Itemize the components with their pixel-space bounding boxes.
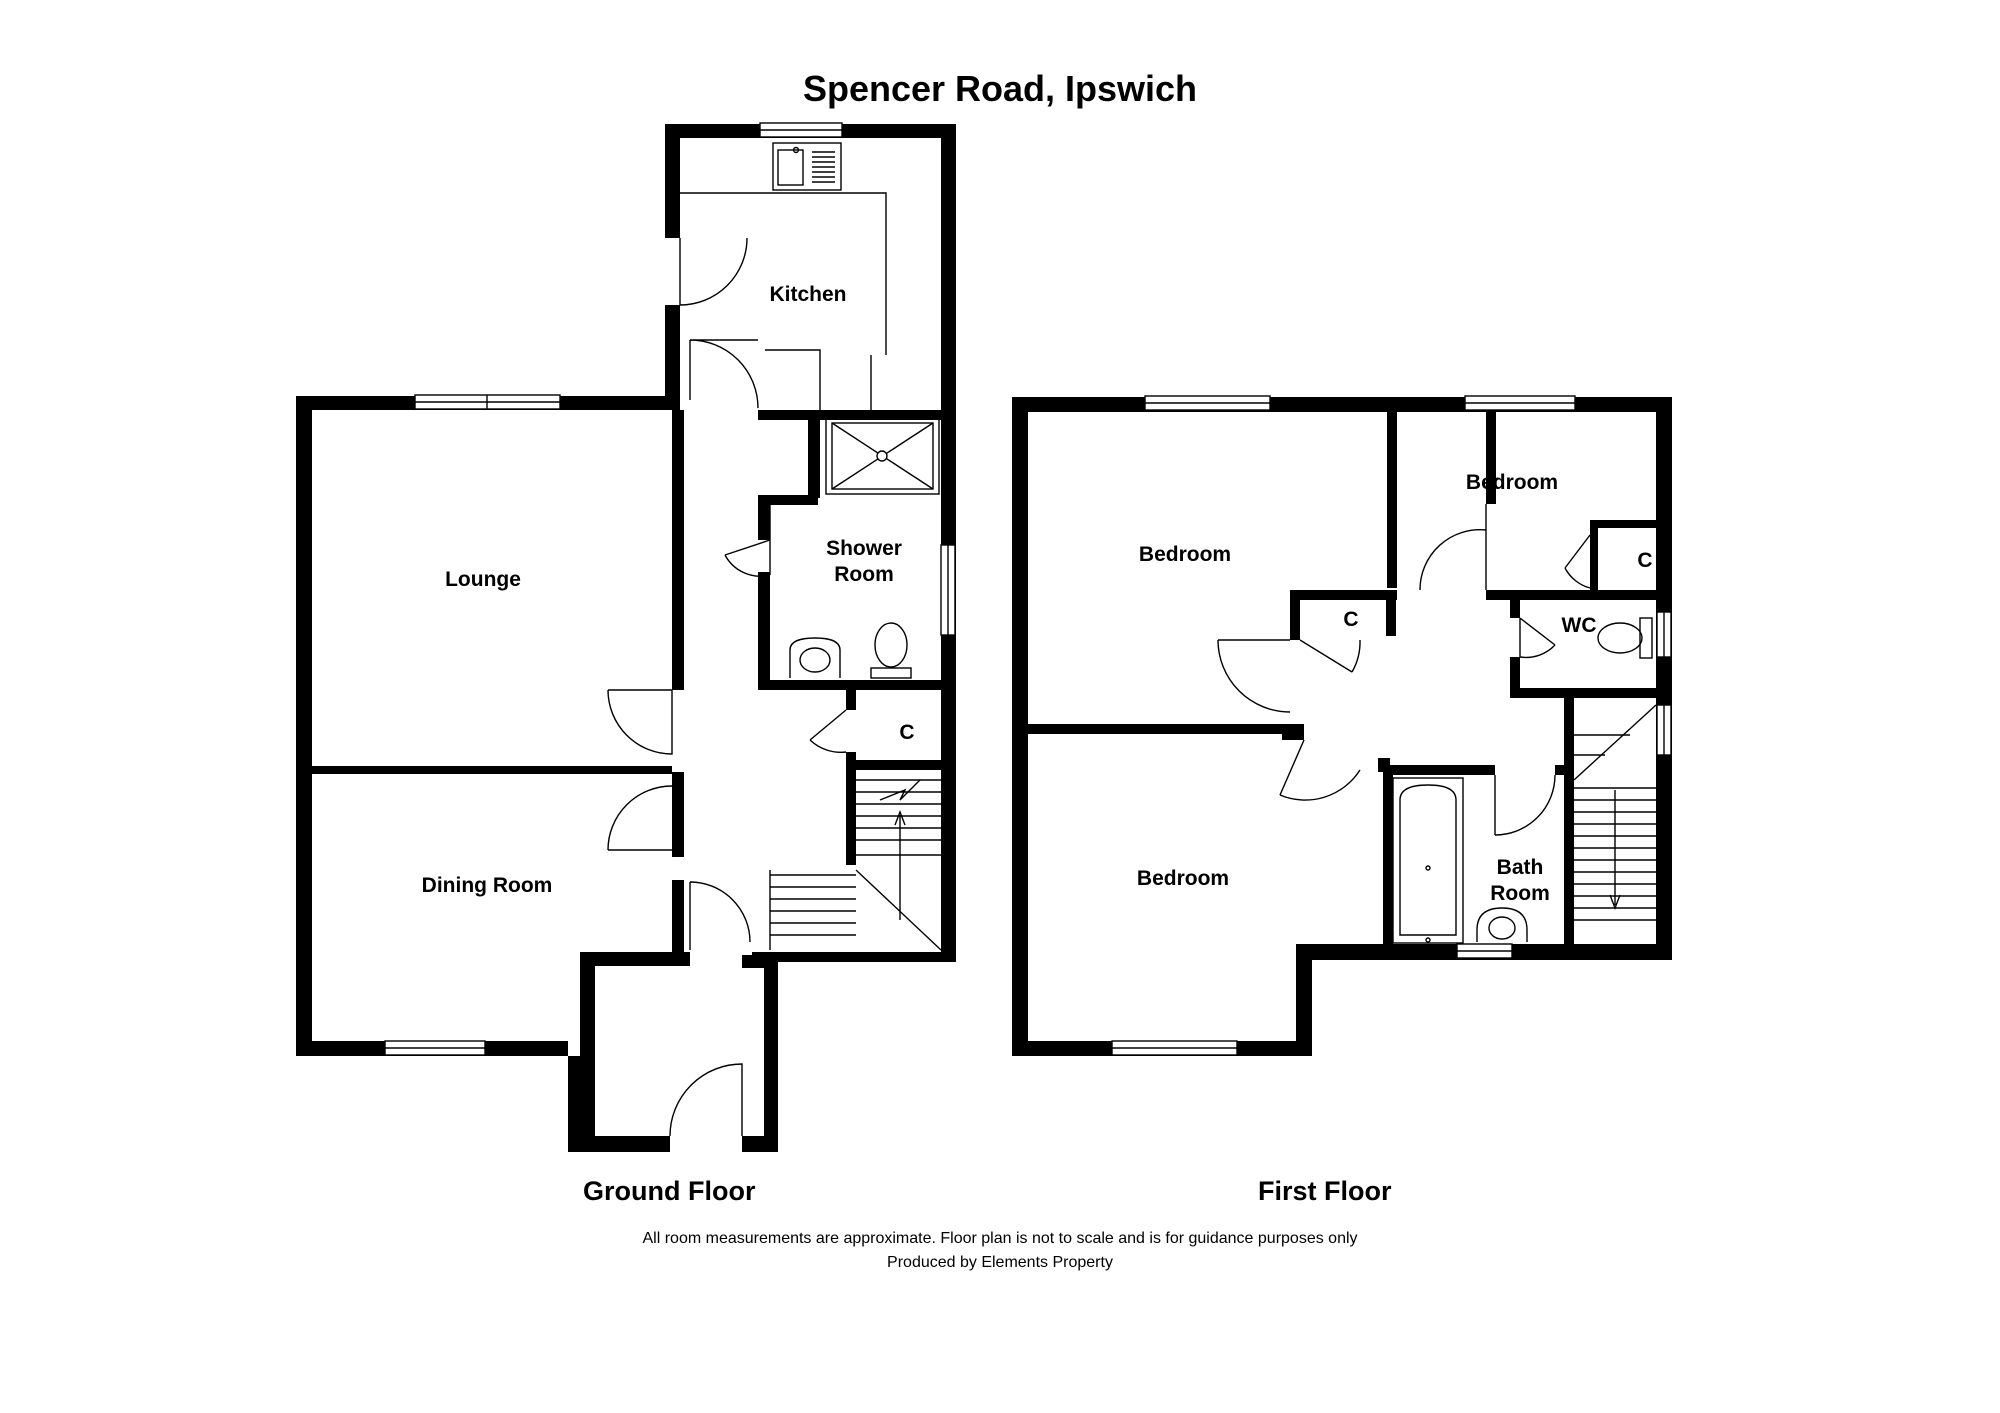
- kitchen-left-wall: [665, 305, 680, 410]
- plan-title: Spencer Road, Ipswich: [802, 68, 1198, 109]
- shower-room-wall-b: [758, 495, 818, 505]
- kitchen-sink: [772, 142, 842, 191]
- bedroom3-cupboard-top: [1598, 520, 1656, 528]
- wc-bottom-wall: [1510, 688, 1656, 698]
- ground-floor-label: Ground Floor: [583, 1176, 756, 1206]
- bedroom-partition-corner: [1282, 724, 1304, 740]
- room-label-lounge: Lounge: [445, 568, 521, 591]
- shower-door: [724, 505, 771, 577]
- kitchen-worktop: [680, 192, 887, 410]
- shower-cupboard-partition: [758, 680, 941, 690]
- room-label-kitchen: Kitchen: [769, 283, 847, 306]
- shower-room-basin: [789, 637, 841, 678]
- first-floor-plan: [1012, 395, 1672, 1056]
- room-label-dining-room: Dining Room: [421, 874, 553, 897]
- hall-door: [689, 881, 751, 950]
- lounge-door: [607, 689, 673, 755]
- kitchen-shower-partition: [758, 410, 941, 420]
- dining-right-wall-lower: [672, 880, 684, 960]
- cupboard-left-wall: [1290, 598, 1300, 640]
- bedroom3-cupboard-wall: [1590, 520, 1598, 590]
- wc-left-wall-upper: [1510, 598, 1520, 618]
- cupboard-stairs-partition: [846, 760, 941, 770]
- kitchen-walls: [665, 124, 956, 960]
- dining-right-wall-upper: [672, 772, 684, 857]
- bedroom-horizontal-partition: [1028, 724, 1288, 734]
- bathroom-top-wall-right: [1555, 765, 1570, 775]
- room-label-cupboard: C: [899, 721, 915, 744]
- first-floor-label: First Floor: [1258, 1176, 1392, 1206]
- ground-floor-plan: [296, 122, 956, 1152]
- shower-room-wall-c: [758, 505, 770, 540]
- stairs-post: [846, 855, 856, 865]
- room-label-wc: WC: [1561, 614, 1597, 637]
- shower-tray: [825, 417, 940, 495]
- lounge-right-wall: [672, 410, 684, 690]
- wc-top-wall: [1486, 590, 1656, 600]
- bathroom-left-wall: [1383, 765, 1393, 950]
- ground-floor-stairs: [769, 779, 942, 951]
- room-label-cupboard-1: C: [1343, 608, 1359, 631]
- cupboard-wall-a: [846, 690, 856, 710]
- bedroom3-door: [1419, 504, 1487, 591]
- credit-text: Produced by Elements Property: [887, 1254, 1113, 1271]
- lounge-dining-partition: [312, 766, 672, 774]
- cupboard1-door: [1299, 639, 1361, 673]
- bedroom1-door: [1217, 639, 1291, 713]
- wc-door: [1519, 617, 1556, 659]
- room-label-shower-room: Shower Room: [826, 537, 902, 586]
- stairs-left-wall: [1564, 698, 1574, 948]
- kitchen-back-door: [679, 237, 748, 306]
- room-label-bedroom-1: Bedroom: [1138, 543, 1232, 566]
- bedroom3-left-wall: [1486, 412, 1496, 504]
- bedroom-partition-vertical: [1387, 412, 1397, 588]
- cupboard-wall-b: [846, 752, 856, 862]
- cupboard-door: [809, 709, 847, 753]
- room-label-cupboard-2: C: [1637, 549, 1653, 572]
- bathroom-door: [1494, 774, 1556, 836]
- kitchen-door: [689, 339, 759, 409]
- bedroom2-door: [1279, 739, 1361, 801]
- bathroom-basin: [1476, 907, 1528, 942]
- room-label-bedroom-2: Bedroom: [1136, 867, 1230, 890]
- first-floor-stairs: [1573, 704, 1657, 921]
- porch-walls: [568, 952, 690, 1152]
- landing-corner: [1378, 758, 1390, 772]
- cupboard2-door: [1564, 534, 1591, 589]
- wc-left-wall-lower: [1510, 657, 1520, 695]
- room-label-bedroom-3: Bedroom: [1465, 471, 1559, 494]
- room-label-bathroom: Bath Room: [1490, 856, 1550, 905]
- wc-toilet: [1597, 617, 1653, 659]
- front-door: [669, 1063, 743, 1137]
- porch-right-wall: [742, 955, 778, 1152]
- shower-room-toilet: [870, 622, 912, 679]
- bath-tub: [1392, 777, 1464, 944]
- shower-room-wall-d: [758, 572, 770, 684]
- disclaimer-text: All room measurements are approximate. F…: [642, 1230, 1358, 1247]
- cupboard-right-wall: [1386, 598, 1396, 636]
- cupboard-top-wall: [1290, 590, 1397, 600]
- stairs-bottom-wall: [752, 952, 956, 962]
- dining-door: [607, 785, 673, 851]
- bathroom-top-wall: [1383, 765, 1495, 775]
- shower-room-wall-a: [808, 418, 820, 498]
